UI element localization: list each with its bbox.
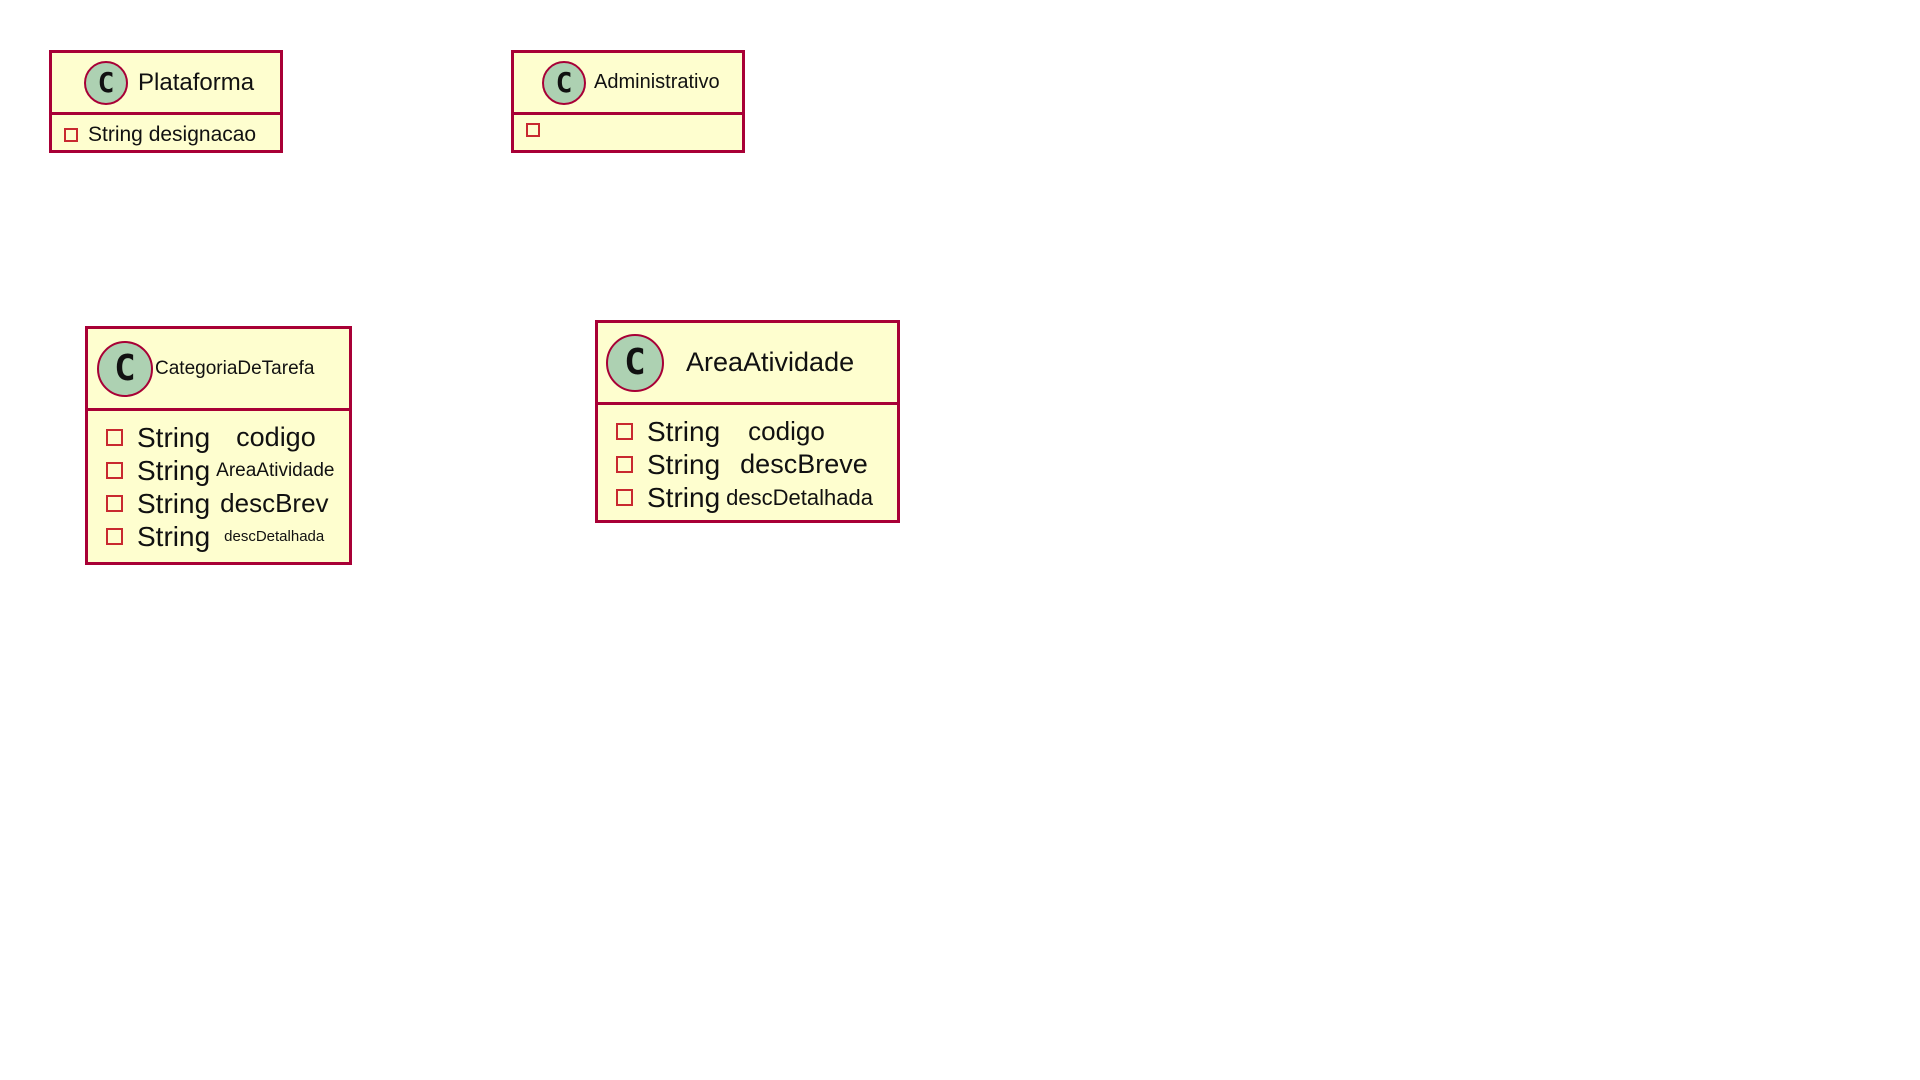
attribute-row: String descDetalhada — [106, 520, 349, 553]
attribute-type: String — [137, 421, 211, 453]
class-administrativo[interactable]: C Administrativo — [511, 50, 745, 153]
class-icon-letter: C — [97, 66, 115, 99]
class-c-icon: C — [606, 333, 664, 392]
class-area-atividade[interactable]: C AreaAtividade String codigo String des… — [595, 320, 900, 523]
class-plataforma[interactable]: C Plataforma String designacao — [49, 50, 283, 153]
attribute-name: AreaAtividade — [216, 459, 335, 481]
attribute-name: descBreve — [740, 449, 868, 479]
attribute-list — [514, 115, 742, 137]
private-square-icon — [526, 123, 540, 137]
private-square-icon — [106, 495, 123, 512]
private-square-icon — [106, 429, 123, 446]
attribute-row: String codigo — [106, 421, 349, 454]
class-icon-letter: C — [114, 348, 136, 389]
class-name: Administrativo — [594, 71, 720, 93]
attribute-row: String codigo — [616, 415, 897, 448]
class-name: AreaAtividade — [686, 347, 855, 377]
private-square-icon — [616, 423, 633, 440]
attribute-name: descDetalhada — [224, 528, 325, 545]
class-header: C CategoriaDeTarefa — [88, 329, 349, 411]
attribute-list: String designacao — [52, 115, 280, 149]
attribute-type: String — [647, 448, 721, 480]
attribute-row: String descDetalhada — [616, 481, 897, 514]
attribute-type: String — [137, 487, 211, 519]
attribute-name: descBrev — [220, 488, 329, 518]
attribute-row: String descBrev — [106, 487, 349, 520]
class-header: C AreaAtividade — [598, 323, 897, 405]
class-header: C Administrativo — [514, 53, 742, 115]
class-c-icon: C — [84, 60, 128, 105]
attribute-list: String codigo String descBreve String de… — [598, 405, 897, 514]
class-c-icon: C — [97, 340, 153, 397]
attribute-row — [526, 123, 742, 137]
attribute-type: String — [137, 454, 211, 486]
attribute-name: descDetalhada — [726, 484, 873, 510]
attribute-type: String — [647, 481, 721, 513]
class-c-icon: C — [542, 60, 586, 105]
class-header: C Plataforma — [52, 53, 280, 115]
private-square-icon — [64, 128, 78, 142]
attribute-list: String codigo String AreaAtividade Strin… — [88, 411, 349, 553]
class-name: CategoriaDeTarefa — [155, 357, 315, 379]
class-icon-letter: C — [555, 66, 573, 99]
attribute-row: String AreaAtividade — [106, 454, 349, 487]
class-name: Plataforma — [138, 68, 255, 96]
attribute-type: String designacao — [88, 123, 257, 146]
private-square-icon — [106, 462, 123, 479]
attribute-name: codigo — [236, 422, 316, 452]
private-square-icon — [616, 456, 633, 473]
attribute-row: String descBreve — [616, 448, 897, 481]
class-icon-letter: C — [624, 342, 646, 383]
attribute-row: String designacao — [64, 121, 280, 149]
attribute-name: codigo — [748, 416, 825, 446]
class-categoria-de-tarefa[interactable]: C CategoriaDeTarefa String codigo String… — [85, 326, 352, 565]
attribute-type: String — [647, 415, 721, 447]
private-square-icon — [616, 489, 633, 506]
attribute-type: String — [137, 520, 211, 552]
private-square-icon — [106, 528, 123, 545]
